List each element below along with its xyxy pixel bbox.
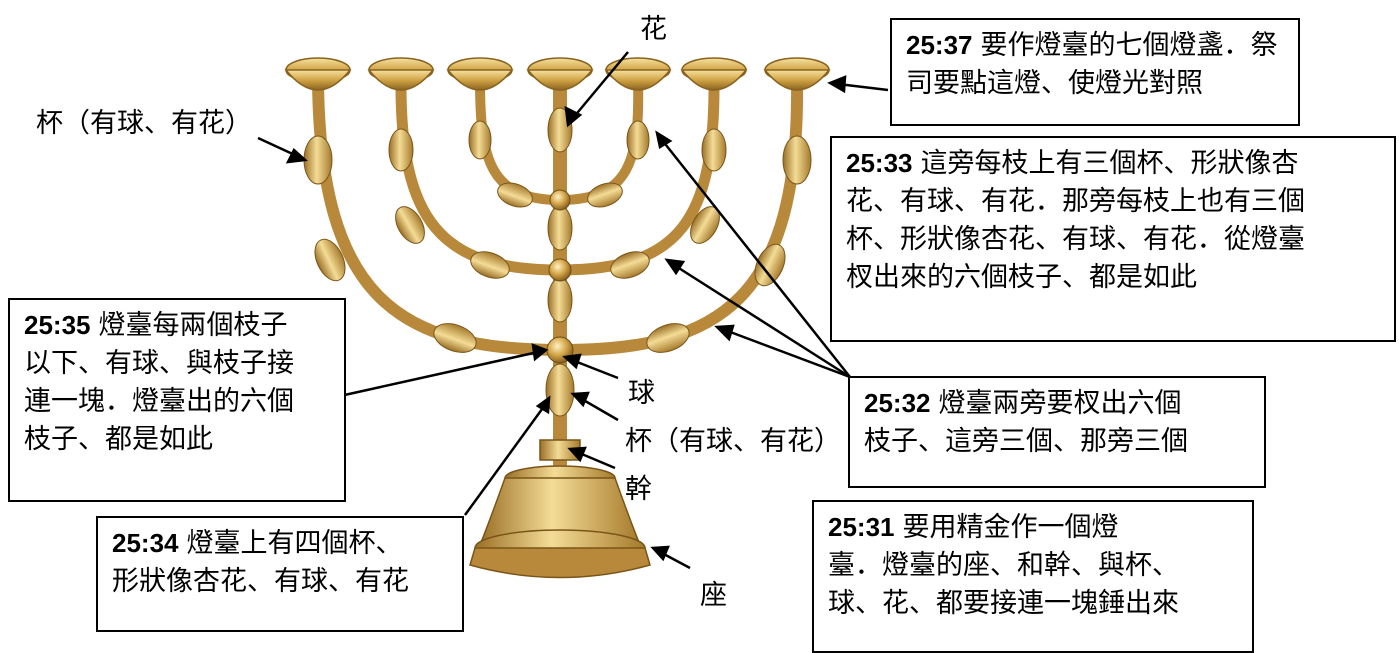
verse-line: 花、有球、有花．那旁每枝上也有三個 [846, 186, 1305, 217]
verse-line: 球、花、都要接連一塊錘出來 [828, 588, 1179, 619]
lamp-cup [446, 57, 514, 91]
verse-line: 司要點這燈、使燈光對照 [906, 68, 1203, 99]
lamp-cup [526, 57, 594, 91]
branch-inner [555, 75, 644, 205]
verse-line: 杯、形狀像杏花、有球、有花．從燈臺 [846, 224, 1305, 255]
label-cup-branch: 杯（有球、有花） [36, 108, 252, 139]
branch-inner [475, 75, 565, 205]
verse-line: 枝子、都是如此 [24, 424, 213, 455]
verse-ref: 25:34 [112, 528, 179, 558]
verse-line: 臺．燈臺的座、和幹、與杯、 [828, 550, 1179, 581]
verse-ref: 25:31 [828, 512, 895, 542]
branch-outer [556, 74, 804, 356]
verse-line: 要用精金作一個燈 [902, 512, 1119, 543]
verse-line: 連一塊．燈臺出的六個 [24, 386, 294, 417]
lamp-cup [763, 57, 831, 91]
verse-line: 以下、有球、與枝子接 [24, 348, 294, 379]
label-knob: 球 [628, 378, 655, 409]
verse-line: 杈出來的六個枝子、都是如此 [846, 262, 1197, 293]
branch-outer [312, 74, 568, 356]
almond-blossoms [303, 107, 812, 417]
verse-line: 燈臺上有四個杯、 [186, 528, 403, 559]
label-shaft: 幹 [625, 474, 652, 505]
menorah-base [469, 439, 651, 579]
verse-line: 形狀像杏花、有球、有花 [112, 566, 409, 597]
lamp-cup [680, 57, 748, 91]
verse-line: 這旁每枝上有三個杯、形狀像杏 [920, 148, 1299, 179]
verse-ref: 25:32 [864, 388, 931, 418]
verse-line: 枝子、這旁三個、那旁三個 [864, 426, 1188, 457]
pointer-arrows [257, 51, 889, 570]
lamp-cup [604, 57, 672, 91]
verse-line: 燈臺每兩個枝子 [98, 310, 288, 341]
lamp-cups [284, 57, 831, 91]
lamp-cup [367, 57, 435, 91]
verse-ref: 25:33 [846, 148, 913, 178]
verse-ref: 25:35 [24, 310, 91, 340]
label-flower: 花 [640, 14, 667, 45]
verse-line: 要作燈臺的七個燈盞．祭 [980, 30, 1278, 61]
verse-line: 燈臺兩旁要杈出六個 [938, 388, 1182, 419]
lamp-cup [284, 57, 352, 91]
label-base: 座 [700, 580, 727, 611]
label-cup-shaft: 杯（有球、有花） [625, 426, 841, 457]
verse-ref: 25:37 [906, 30, 973, 60]
